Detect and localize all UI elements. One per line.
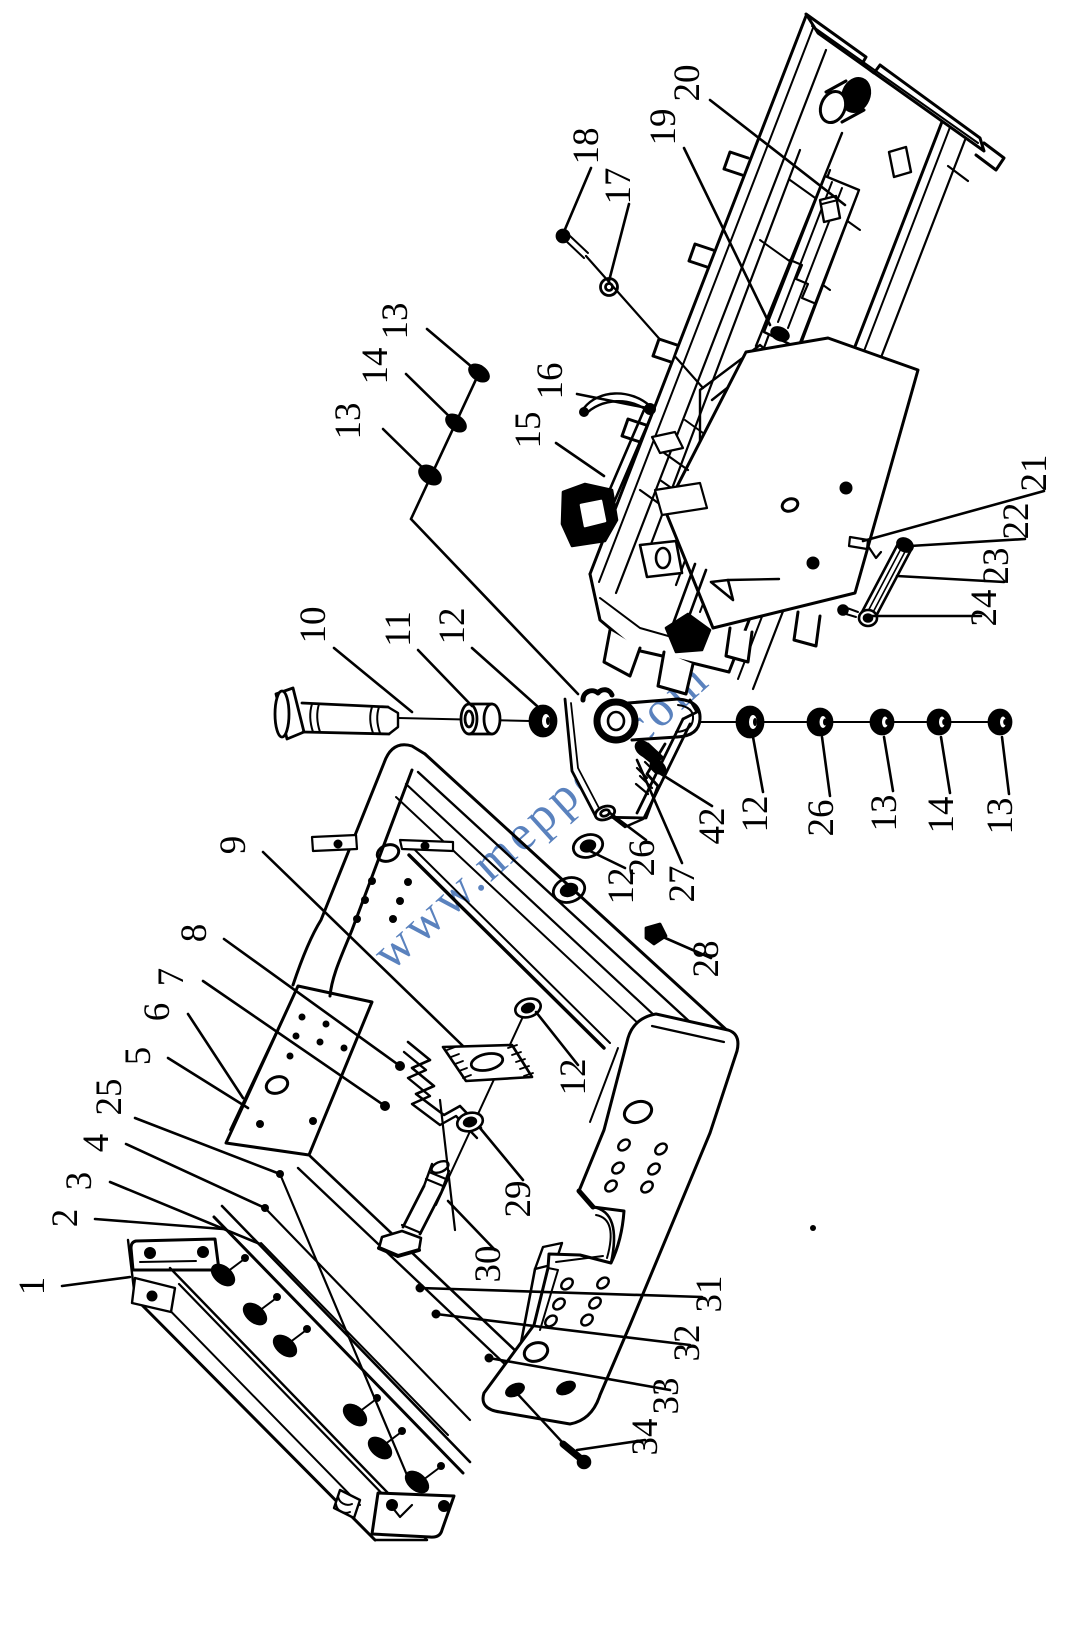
svg-text:20: 20	[667, 65, 708, 102]
svg-text:15: 15	[508, 412, 549, 449]
svg-text:5: 5	[118, 1047, 159, 1066]
svg-text:30: 30	[468, 1246, 509, 1283]
svg-text:3: 3	[59, 1172, 100, 1191]
svg-text:12: 12	[601, 868, 642, 905]
svg-text:25: 25	[89, 1079, 130, 1116]
svg-text:27: 27	[662, 866, 703, 903]
svg-text:24: 24	[964, 590, 1005, 627]
svg-text:13: 13	[375, 303, 416, 340]
svg-text:19: 19	[643, 109, 684, 146]
svg-text:1: 1	[12, 1277, 53, 1296]
svg-text:13: 13	[864, 795, 905, 832]
svg-text:21: 21	[1014, 455, 1055, 492]
svg-text:12: 12	[553, 1059, 594, 1096]
svg-text:26: 26	[622, 840, 663, 877]
svg-text:10: 10	[293, 607, 334, 644]
svg-text:26: 26	[801, 800, 842, 837]
svg-text:12: 12	[432, 608, 473, 645]
svg-text:33: 33	[646, 1378, 687, 1415]
svg-text:16: 16	[530, 363, 571, 400]
svg-text:8: 8	[174, 924, 215, 943]
svg-text:17: 17	[598, 168, 639, 205]
svg-text:11: 11	[378, 611, 419, 647]
svg-text:31: 31	[689, 1276, 730, 1313]
svg-text:29: 29	[498, 1181, 539, 1218]
svg-text:18: 18	[566, 128, 607, 165]
svg-text:23: 23	[976, 548, 1017, 585]
svg-text:13: 13	[328, 403, 369, 440]
svg-text:7: 7	[151, 968, 192, 987]
svg-text:34: 34	[625, 1419, 666, 1456]
svg-text:42: 42	[692, 808, 733, 845]
svg-text:2: 2	[45, 1209, 86, 1228]
svg-text:9: 9	[213, 836, 254, 855]
svg-text:14: 14	[355, 348, 396, 385]
svg-text:12: 12	[735, 796, 776, 833]
svg-text:28: 28	[686, 941, 727, 978]
svg-text:22: 22	[996, 503, 1037, 540]
svg-text:32: 32	[667, 1325, 708, 1362]
svg-text:6: 6	[137, 1003, 178, 1022]
svg-text:4: 4	[76, 1134, 117, 1153]
svg-text:14: 14	[921, 797, 962, 834]
svg-text:13: 13	[980, 798, 1021, 835]
